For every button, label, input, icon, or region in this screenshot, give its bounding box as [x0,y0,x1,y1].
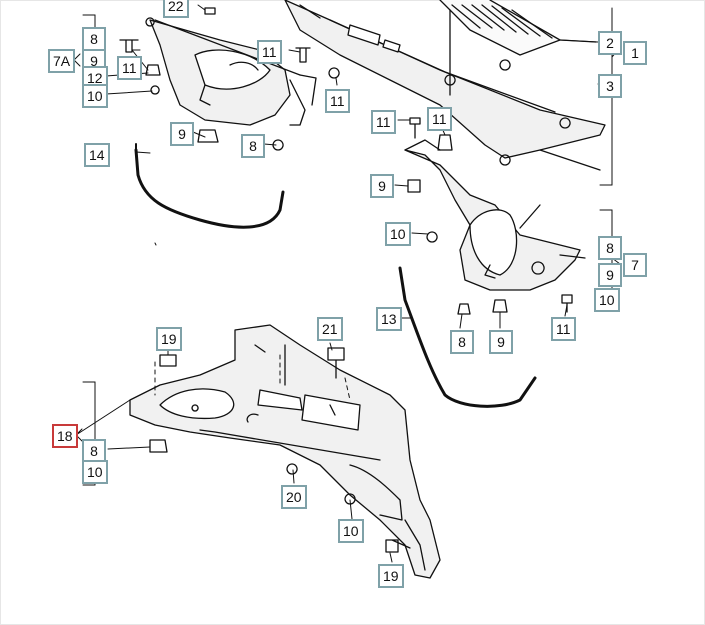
callout-22[interactable]: 22 [163,0,189,18]
middle-right-bracket [404,139,586,291]
callout-10-mid[interactable]: 10 [385,222,411,246]
drain-hose-13 [398,266,537,408]
callout-21[interactable]: 21 [317,317,343,341]
callout-9-mid[interactable]: 9 [370,174,394,198]
callout-14[interactable]: 14 [84,143,110,167]
callout-1[interactable]: 1 [623,41,647,65]
upper-left-fasteners [119,7,340,151]
callout-10-bottom[interactable]: 10 [338,519,364,543]
callout-3[interactable]: 3 [598,74,622,98]
callout-7[interactable]: 7 [623,253,647,277]
callout-18[interactable]: 18 [52,424,78,448]
drain-hose-14 [134,148,285,229]
callout-8-right[interactable]: 8 [598,236,622,260]
bottom-fasteners [149,347,411,553]
callout-10-right[interactable]: 10 [594,288,620,312]
leader-lines [73,4,621,563]
callout-19-lower[interactable]: 19 [378,564,404,588]
scuttle-panel-cover [284,0,606,171]
callout-11-screw-upper[interactable]: 11 [257,40,282,64]
callout-8-lower[interactable]: 8 [82,439,106,463]
middle-right-fasteners [407,117,573,315]
callout-11-mid-bolt[interactable]: 11 [427,107,452,131]
callout-19-upper[interactable]: 19 [156,327,182,351]
callout-8-upper-nut[interactable]: 8 [241,134,265,158]
callout-13[interactable]: 13 [376,307,402,331]
callout-9-mid-clip[interactable]: 9 [489,330,513,354]
partition-panel-18 [129,324,441,579]
upper-left-bracket [145,17,317,126]
callout-9-right[interactable]: 9 [598,263,622,287]
callout-7a[interactable]: 7A [48,49,76,73]
callout-9-upper-clip[interactable]: 9 [170,122,194,146]
callout-10-upper-left[interactable]: 10 [82,84,108,108]
callout-11-mid-lower[interactable]: 11 [551,317,576,341]
callout-20[interactable]: 20 [281,485,307,509]
callout-8-mid-clip[interactable]: 8 [450,330,474,354]
callout-11-nut-upper[interactable]: 11 [325,89,350,113]
callout-10-lower[interactable]: 10 [82,460,108,484]
callout-11-mid-screw[interactable]: 11 [371,110,396,134]
callout-2[interactable]: 2 [598,31,622,55]
callout-11-clip[interactable]: 11 [117,56,142,80]
callout-8-upper-left[interactable]: 8 [82,27,106,51]
